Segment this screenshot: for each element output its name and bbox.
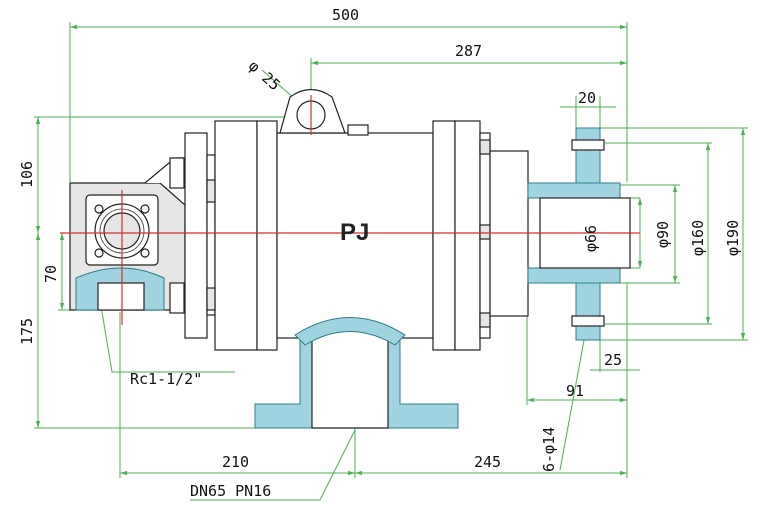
dim-flange-thickness: 20 [578, 89, 596, 107]
center-lines [60, 95, 640, 325]
dim-bolt-circle: φ160 [689, 220, 707, 256]
dimension-lines [34, 22, 748, 501]
dim-bore: φ66 [582, 225, 600, 252]
dim-eye-diameter: φ 25 [245, 57, 284, 95]
dim-left-to-center: 210 [222, 453, 249, 471]
flange-spec-label: DN65 PN16 [190, 482, 271, 500]
dim-pipe-od: φ90 [654, 221, 672, 248]
dim-inlet-height: 70 [42, 265, 60, 283]
dim-bolt-offset: 25 [604, 351, 622, 369]
dim-left-height: 106 [18, 161, 36, 188]
dim-outlet-offset: 91 [566, 382, 584, 400]
dim-flange-od: φ190 [724, 220, 742, 256]
brand-mark: PJ [340, 219, 369, 246]
thread-label: Rc1-1/2" [130, 370, 202, 388]
dim-base-height: 175 [18, 318, 36, 345]
dim-bolt-holes: 6-φ14 [540, 427, 558, 472]
dim-overall-length: 500 [332, 6, 359, 24]
dim-center-to-right: 245 [474, 453, 501, 471]
dim-flange-to-end: 287 [455, 42, 482, 60]
